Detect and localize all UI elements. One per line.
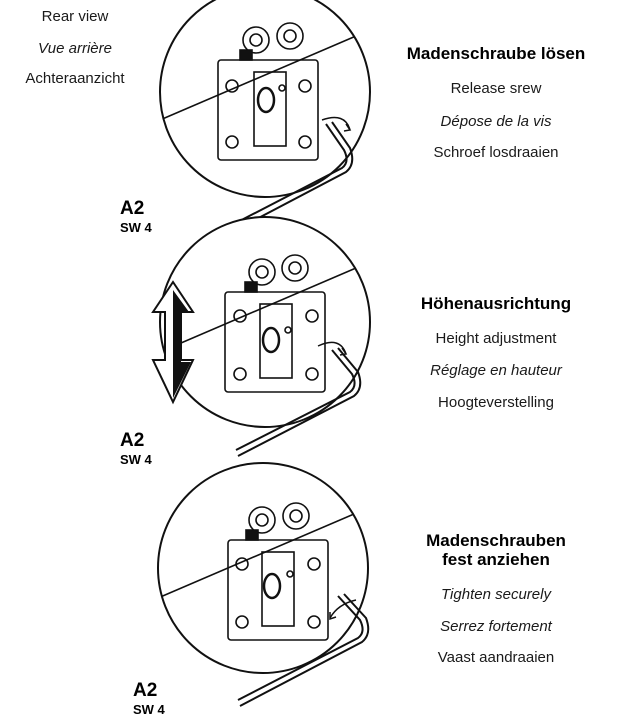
step-1-title: Madenschraube lösen: [406, 44, 586, 63]
roller-bracket-3: [227, 502, 329, 641]
step-3-wrench-size: SW 4: [133, 702, 165, 717]
step-3-title-line-1: Madenschrauben: [426, 531, 566, 550]
detail-circle-step-3: [157, 462, 370, 707]
step-2-fr: Réglage en hauteur: [430, 362, 562, 379]
hex-key-3: [237, 593, 370, 707]
step-3-en: Tighten securely: [441, 586, 551, 603]
rear-view-label-nl: Achteraanzicht: [25, 70, 125, 87]
step-3-code: A2: [133, 680, 158, 701]
hex-key-1: [229, 116, 354, 233]
step-1-tool-label: A2 SW 4: [120, 198, 152, 236]
step-2-code: A2: [120, 430, 145, 451]
step-3-tool-label: A2 SW 4: [133, 680, 165, 718]
step-2-nl: Hoogteverstelling: [438, 394, 554, 411]
hex-key-2: [235, 341, 362, 457]
step-1-wrench-size: SW 4: [120, 220, 152, 235]
step-1-nl: Schroef losdraaien: [433, 144, 559, 161]
height-adjust-arrow-icon: [151, 280, 195, 405]
step-2-title: Höhenausrichtung: [420, 294, 572, 313]
roller-bracket-2: [224, 254, 326, 393]
step-2-wrench-size: SW 4: [120, 452, 152, 467]
rear-view-label: Rear view: [41, 8, 109, 25]
step-3-nl: Vaast aandraaien: [437, 649, 555, 666]
step-3-title-line-2: fest anziehen: [442, 550, 550, 569]
step-1-en: Release srew: [450, 80, 542, 97]
detail-circle-step-1: [159, 0, 371, 233]
step-3-fr: Serrez fortement: [440, 618, 552, 635]
step-1-code: A2: [120, 198, 145, 219]
detail-circle-step-2: [151, 216, 371, 457]
rear-view-label-fr: Vue arrière: [38, 40, 112, 57]
step-2-tool-label: A2 SW 4: [120, 430, 152, 468]
step-2-en: Height adjustment: [435, 330, 557, 347]
step-1-fr: Dépose de la vis: [440, 113, 552, 130]
roller-bracket-1: [217, 22, 319, 161]
